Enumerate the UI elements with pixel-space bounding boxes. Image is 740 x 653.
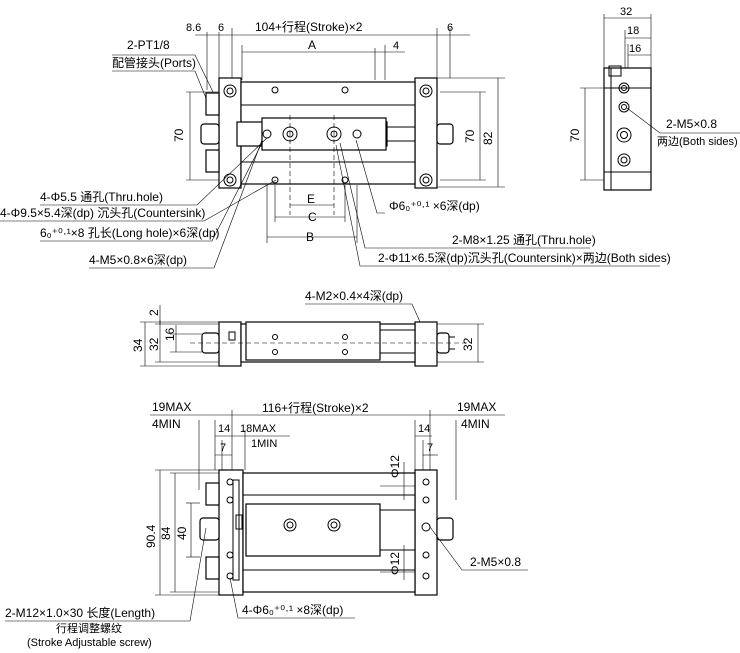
ports-label: 2-PT1/8: [127, 38, 170, 52]
left-19max: 19MAX: [152, 400, 191, 414]
mid-dim-34: 34: [131, 338, 145, 352]
right-4min: 4MIN: [461, 417, 490, 431]
bottom-dim-40: 40: [175, 526, 189, 540]
middle-view: 4-M2×0.4×4深(dp) 2 16 32 34: [131, 289, 484, 367]
side-view: 32 18 16 70 2-M5×0.8 两边(Both sides): [568, 6, 740, 191]
callout-thru-hole: 4-Φ5.5 通孔(Thru.hole): [40, 190, 163, 204]
side-callout-both: 两边(Both sides): [657, 135, 738, 148]
dim-8-6: 8.6: [186, 22, 201, 34]
side-callout-m5: 2-M5×0.8: [666, 117, 717, 131]
dim-B: B: [306, 230, 314, 244]
mid-dim-32-right: 32: [461, 337, 475, 351]
dim-70-right: 70: [463, 129, 477, 143]
dim-82: 82: [481, 131, 495, 145]
bottom-dim-7-left: 7: [220, 442, 226, 454]
dim-A: A: [308, 38, 316, 52]
bottom-dim-14-left: 14: [218, 423, 230, 435]
bottom-dim-18max: 18MAX: [240, 423, 277, 435]
right-19max: 19MAX: [457, 400, 496, 414]
dim-C: C: [308, 210, 317, 224]
dim-6-right: 6: [447, 22, 453, 34]
dim-6-left: 6: [218, 22, 224, 34]
side-dim-70: 70: [568, 128, 582, 142]
dim-4: 4: [393, 40, 399, 52]
dim-stroke-top: 104+行程(Stroke)×2: [255, 19, 363, 34]
bottom-dim-90-4: 90.4: [144, 524, 158, 548]
left-4min: 4MIN: [152, 417, 181, 431]
bottom-dim-7-right: 7: [427, 442, 433, 454]
dim-70-left: 70: [172, 128, 186, 142]
mid-dim-2: 2: [147, 309, 161, 316]
bottom-view: 19MAX 4MIN 116+行程(Stroke)×2 19MAX 4MIN 1…: [5, 400, 528, 649]
bottom-dim-stroke: 116+行程(Stroke)×2: [262, 400, 369, 415]
bottom-dim-14-right: 14: [418, 423, 430, 435]
callout-phi11: 2-Φ11×6.5深(dp)沉头孔(Countersink)×两边(Both s…: [378, 251, 671, 265]
dim-E: E: [307, 192, 315, 206]
callout-m12-sub2: (Stroke Adjustable screw): [27, 637, 152, 649]
ports-sublabel: 配管接头(Ports): [112, 55, 196, 70]
mid-dim-16: 16: [163, 327, 177, 341]
side-dim-32: 32: [620, 6, 632, 18]
callout-long-hole: 6₀⁺⁰·¹×8 孔长(Long hole)×6深(dp): [40, 226, 220, 240]
callout-phi6: Φ6₀⁺⁰·¹ ×6深(dp): [389, 199, 480, 213]
callout-countersink: 4-Φ9.5×5.4深(dp) 沉头孔(Countersink): [0, 206, 205, 220]
callout-m5-dp: 4-M5×0.8×6深(dp): [89, 253, 187, 267]
callout-m12-sub1: 行程调整螺纹: [56, 621, 122, 635]
bottom-dim-phi12-bot: Φ12: [388, 552, 402, 575]
bottom-dim-phi12-top: Φ12: [388, 455, 402, 478]
bottom-dim-1min: 1MIN: [251, 438, 277, 450]
bottom-callout-phi6: 4-Φ6₀⁺⁰·¹ ×8深(dp): [242, 603, 343, 617]
side-dim-18: 18: [627, 25, 639, 37]
mid-callout-m2: 4-M2×0.4×4深(dp): [305, 289, 403, 303]
bottom-dim-84: 84: [159, 526, 173, 540]
mid-dim-32: 32: [147, 337, 161, 351]
top-view: 8.6 6 104+行程(Stroke)×2 6 A 4 2-PT1/8 配管接…: [0, 19, 671, 269]
side-dim-16: 16: [629, 43, 641, 55]
callout-m8: 2-M8×1.25 通孔(Thru.hole): [452, 233, 596, 247]
bottom-callout-m5: 2-M5×0.8: [470, 555, 521, 569]
callout-m12: 2-M12×1.0×30 长度(Length): [5, 605, 155, 620]
